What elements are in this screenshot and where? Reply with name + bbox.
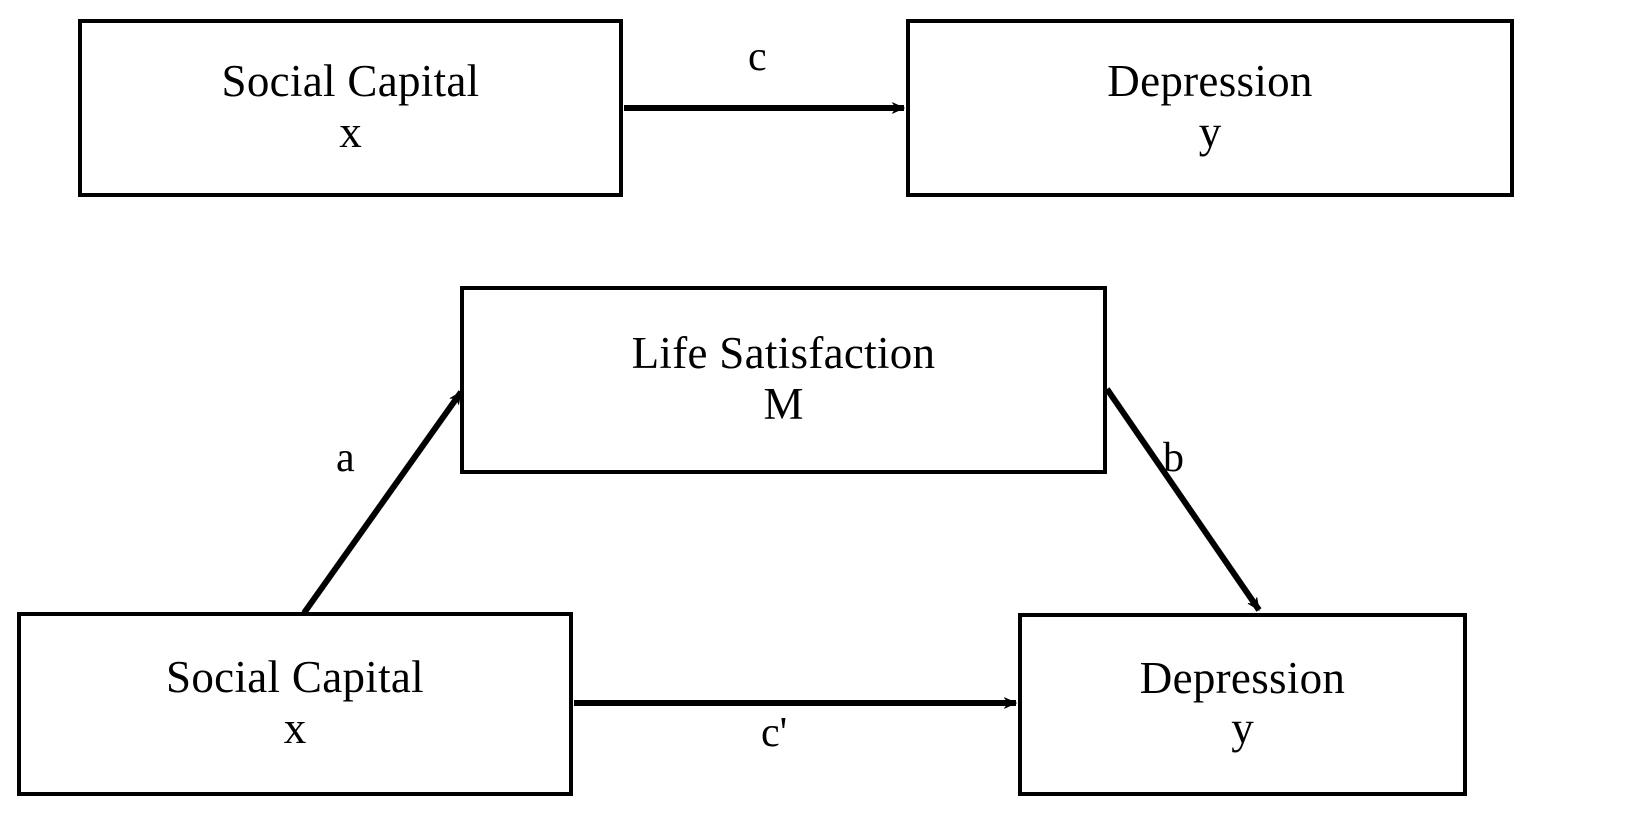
path-label-c-prime: c' xyxy=(761,710,788,756)
node-life-satisfaction[interactable]: Life Satisfaction M xyxy=(460,286,1107,474)
path-label-a: a xyxy=(336,435,355,481)
node-symbol: y xyxy=(1198,106,1222,157)
node-title: Social Capital xyxy=(166,652,424,703)
node-title: Life Satisfaction xyxy=(631,328,936,379)
node-title: Social Capital xyxy=(221,56,480,107)
path-label-c: c xyxy=(748,34,767,80)
node-depression-bottom[interactable]: Depression y xyxy=(1018,613,1467,796)
node-depression-top[interactable]: Depression y xyxy=(906,19,1514,197)
node-title: Depression xyxy=(1139,652,1346,703)
path-arrow-b xyxy=(1104,387,1262,612)
path-label-b: b xyxy=(1163,435,1184,481)
node-symbol: x xyxy=(283,702,307,753)
path-arrow-a xyxy=(301,390,464,615)
node-symbol: x xyxy=(339,106,362,157)
node-social-capital-top[interactable]: Social Capital x xyxy=(78,19,623,197)
node-social-capital-bottom[interactable]: Social Capital x xyxy=(17,612,573,796)
node-title: Depression xyxy=(1107,56,1313,107)
node-symbol: y xyxy=(1231,703,1254,754)
node-symbol: M xyxy=(763,378,804,429)
